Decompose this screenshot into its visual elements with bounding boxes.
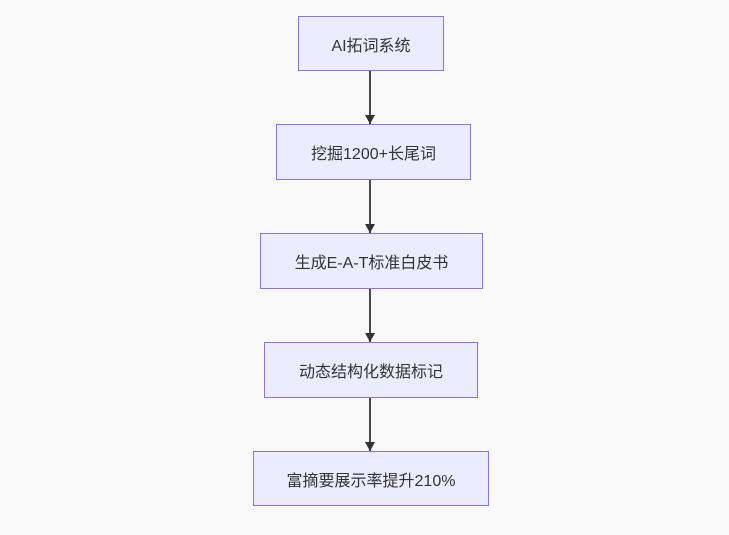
flow-node-eat-whitepaper: 生成E-A-T标准白皮书 bbox=[260, 233, 483, 289]
flow-node-label: 动态结构化数据标记 bbox=[298, 364, 443, 381]
flow-node-longtail-mining: 挖掘1200+长尾词 bbox=[276, 124, 471, 180]
flow-node-label: 生成E-A-T标准白皮书 bbox=[294, 255, 449, 272]
flow-node-label: AI拓词系统 bbox=[331, 37, 411, 55]
arrow-down-icon bbox=[365, 115, 375, 124]
flow-node-ai-keyword-system: AI拓词系统 bbox=[298, 16, 444, 71]
flow-arrow bbox=[365, 71, 375, 124]
arrow-down-icon bbox=[365, 442, 375, 451]
flow-node-rich-snippet-result: 富摘要展示率提升210% bbox=[253, 451, 489, 506]
flow-arrow bbox=[365, 289, 375, 342]
flow-arrow bbox=[365, 180, 375, 233]
flow-arrow bbox=[365, 398, 375, 451]
arrow-down-icon bbox=[365, 224, 375, 233]
flow-node-label: 挖掘1200+长尾词 bbox=[311, 146, 436, 163]
flow-node-label: 富摘要展示率提升210% bbox=[286, 472, 456, 490]
arrow-down-icon bbox=[365, 333, 375, 342]
flow-node-structured-data-markup: 动态结构化数据标记 bbox=[264, 342, 478, 398]
